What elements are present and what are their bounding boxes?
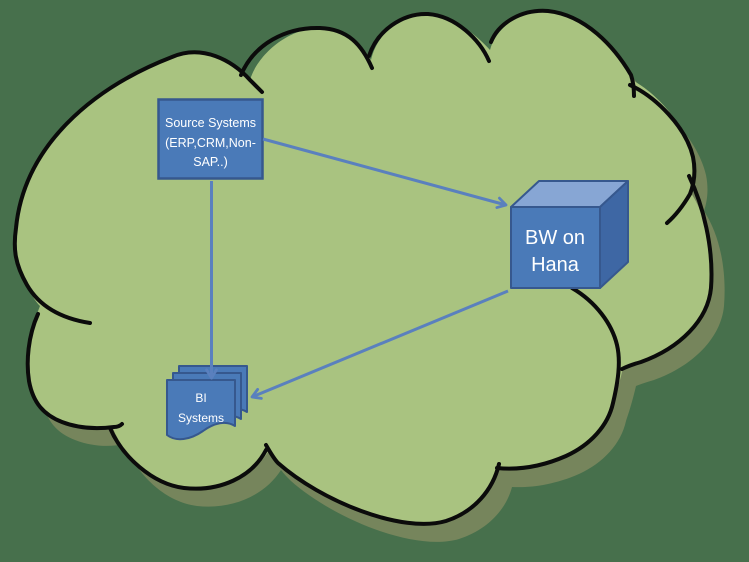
bi-document-front [166,379,236,441]
node-bi-systems: BI Systems [166,365,248,441]
cloud-lobe-top-left [12,50,264,325]
node-source-systems: Source Systems (ERP,CRM,Non- SAP..) [157,98,264,180]
cloud-lobe-bottom-left [108,426,268,491]
source-systems-label-line2: (ERP,CRM,Non- [165,136,256,150]
bi-systems-label-line1: BI [195,391,206,405]
bi-systems-label-line2: Systems [178,411,224,425]
cloud-lobe-right-lower [620,174,714,371]
connector-source-to-bw [262,137,508,209]
cloud-lobe-bottom-middle [264,443,501,526]
cloud-lobe-left-lower [25,312,124,431]
connector-bw-to-bi [250,289,509,400]
cloud-lobe-top-3 [367,11,491,63]
cloud-lobe-top-2 [239,25,374,77]
bw-on-hana-label-line1: BW on [525,227,585,249]
cloud-outline [12,8,714,526]
cloud-lobe-top-4 [489,8,636,98]
cloud-lobe-bottom-right [495,286,621,471]
bw-on-hana-label-line2: Hana [531,254,580,276]
source-systems-label-line3: SAP..) [193,155,228,169]
source-systems-label-line1: Source Systems [165,116,256,130]
cloud-lobe-right-upper [628,83,697,225]
node-bw-on-hana: BW on Hana [510,180,629,289]
source-systems-box [157,98,264,180]
connectors [205,137,509,400]
bw-cube-front-face [510,206,601,289]
